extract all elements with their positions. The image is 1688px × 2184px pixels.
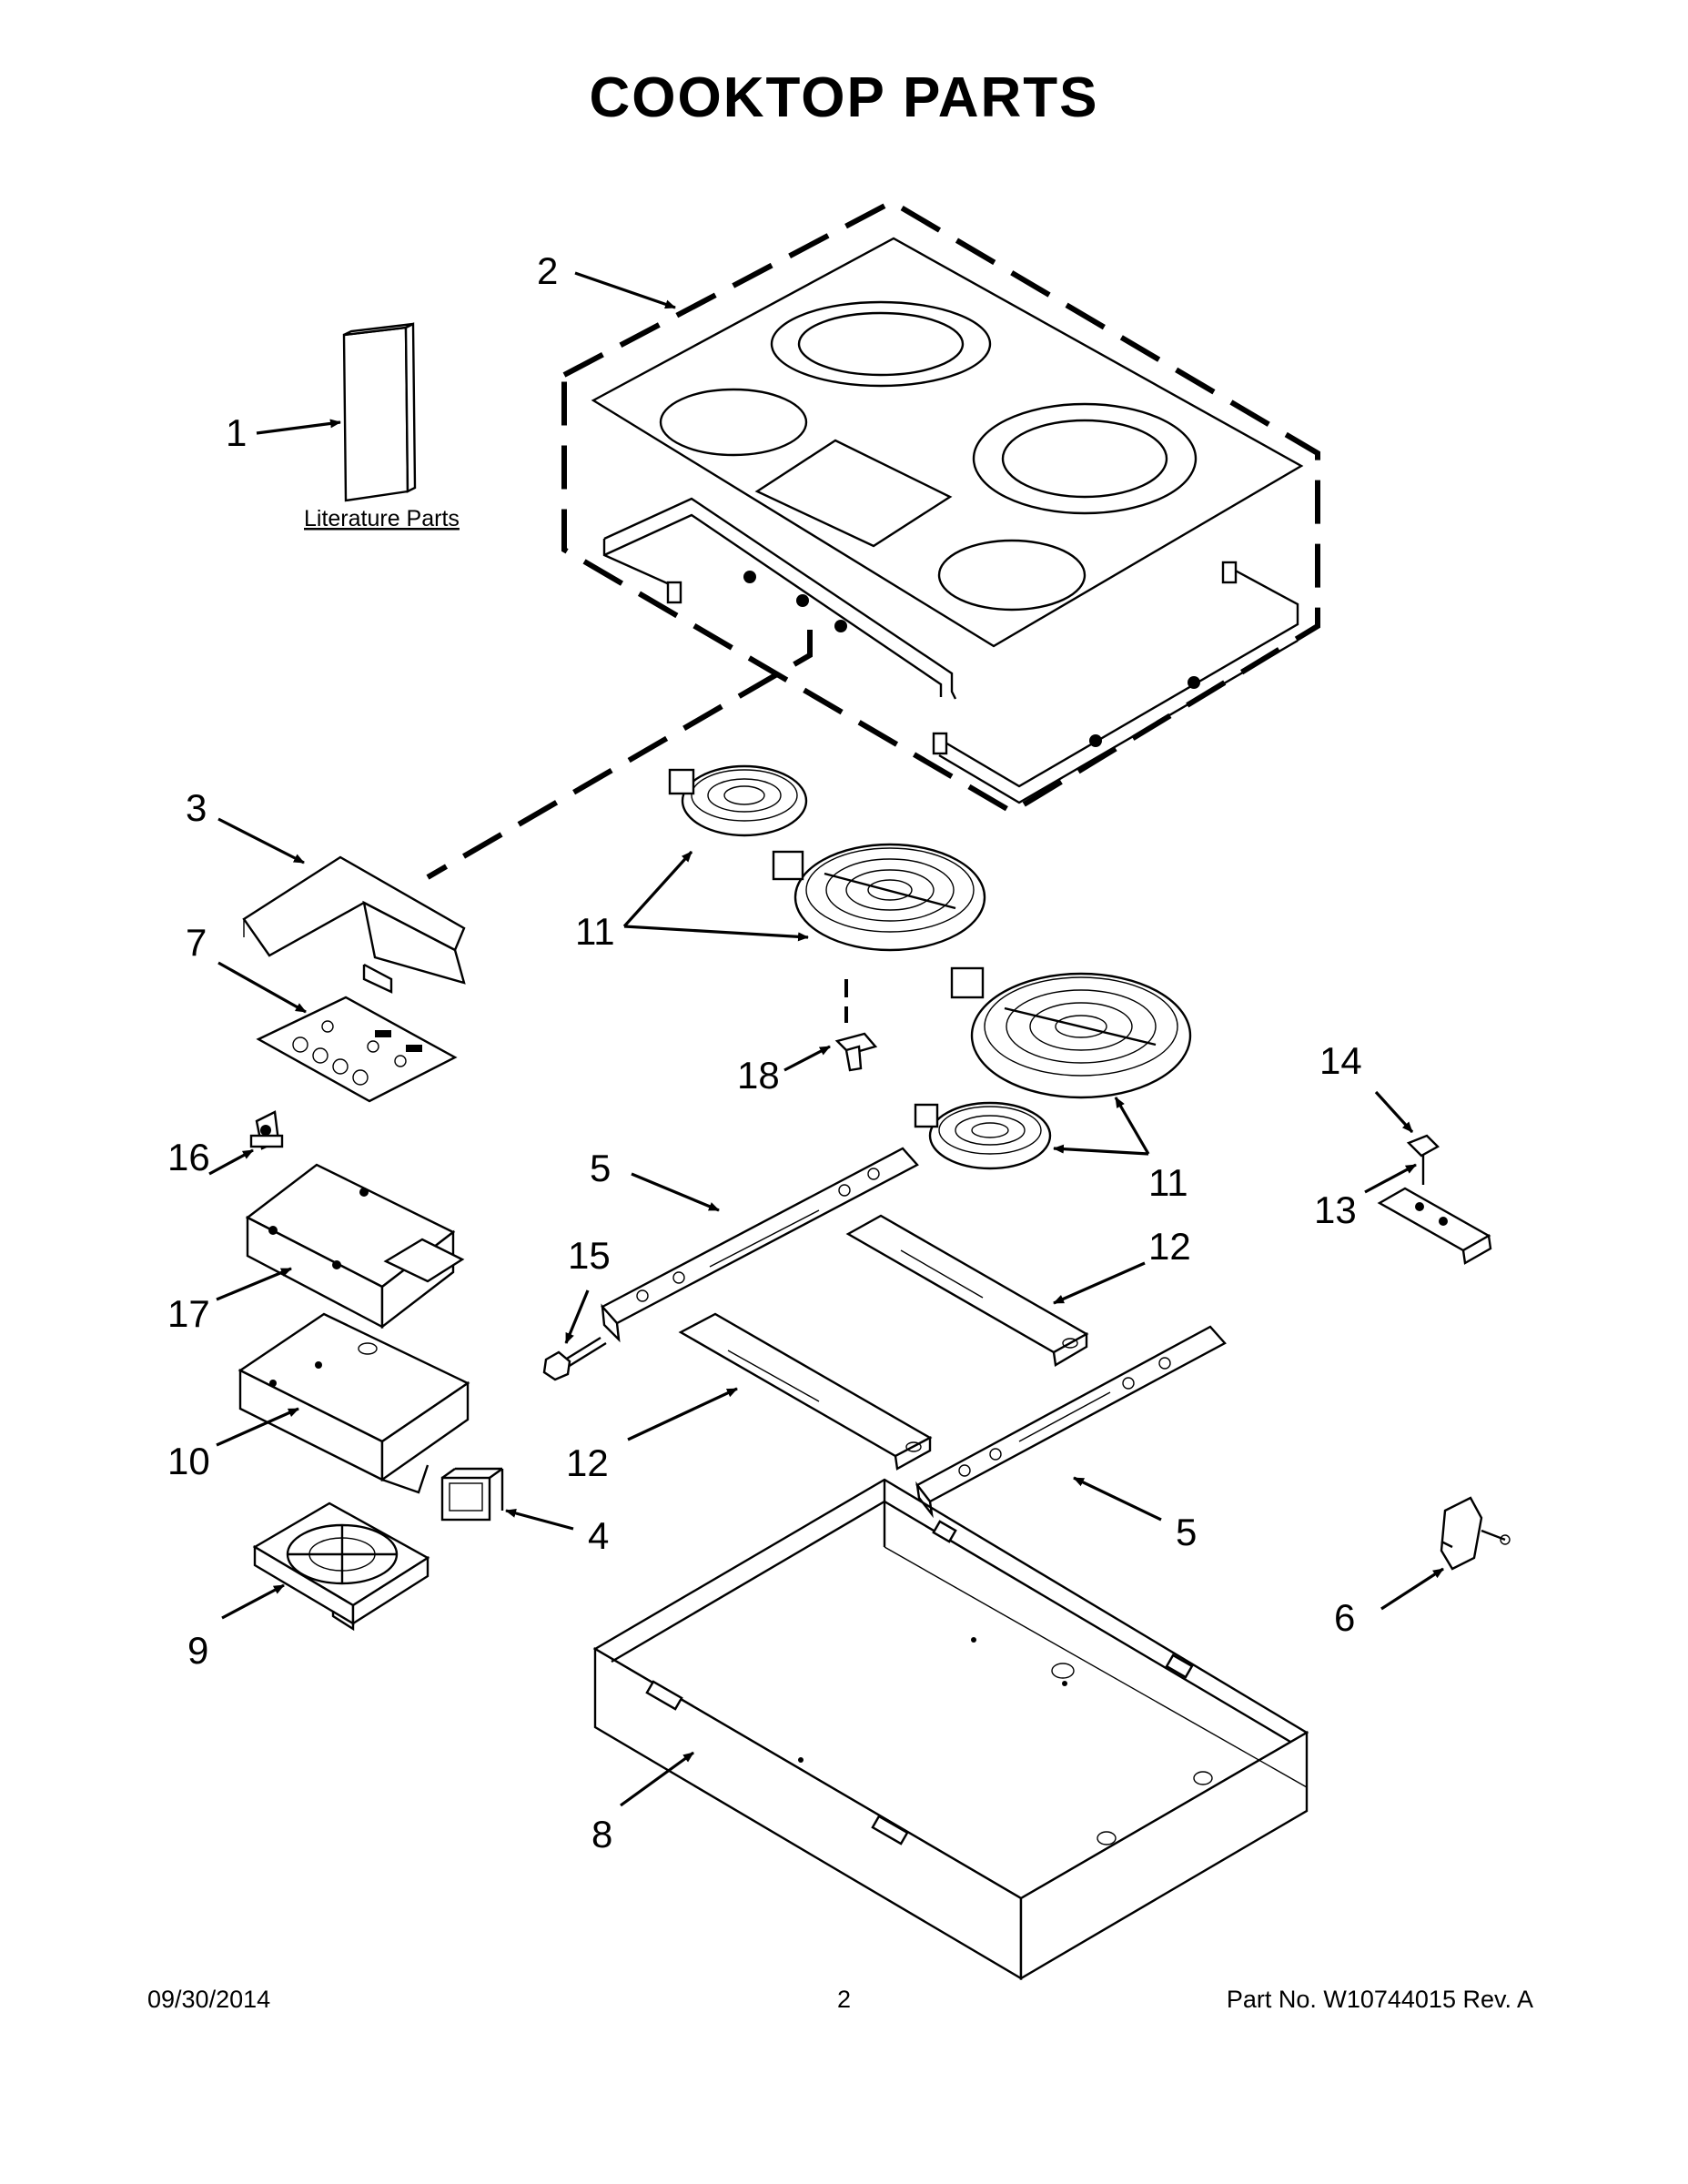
leader-14 xyxy=(1374,1090,1414,1134)
box-shield xyxy=(238,1312,470,1494)
callout-11-bottom: 11 xyxy=(1148,1161,1188,1204)
burner-box xyxy=(592,1478,1309,1981)
control-housing xyxy=(245,1163,465,1330)
leader-16 xyxy=(208,1148,254,1176)
callout-5-bottom: 5 xyxy=(1176,1511,1197,1553)
leader-11a-1 xyxy=(622,850,693,928)
leader-7 xyxy=(217,961,307,1014)
radiant-element-large-center xyxy=(772,843,986,952)
leader-12b xyxy=(627,1387,738,1441)
radiant-element-large-right xyxy=(950,966,1192,1099)
footer-part-number: Part No. W10744015 Rev. A xyxy=(1226,1986,1533,2013)
leader-8 xyxy=(620,1751,694,1807)
callout-2: 2 xyxy=(537,249,558,292)
callout-9: 9 xyxy=(187,1629,208,1672)
radiant-element-small-bottom xyxy=(914,1101,1052,1170)
callout-12-bottom: 12 xyxy=(566,1441,609,1484)
leader-11a-2 xyxy=(623,925,809,942)
callout-12-top: 12 xyxy=(1148,1225,1191,1268)
board-clip xyxy=(249,1110,284,1150)
mounting-screw xyxy=(1406,1134,1440,1185)
leader-5a xyxy=(631,1172,720,1212)
callout-16: 16 xyxy=(167,1136,210,1178)
leader-10 xyxy=(216,1407,299,1447)
screw xyxy=(542,1336,607,1381)
leader-12a xyxy=(1053,1261,1146,1305)
callout-14: 14 xyxy=(1319,1039,1362,1082)
leader-1 xyxy=(256,419,341,435)
footer-date: 09/30/2014 xyxy=(147,1986,271,2013)
element-support-lower xyxy=(678,1312,933,1471)
callout-18: 18 xyxy=(737,1054,780,1097)
leader-11b-1 xyxy=(1114,1097,1150,1155)
leader-17 xyxy=(216,1267,292,1301)
callout-8: 8 xyxy=(591,1813,612,1855)
limit-switch xyxy=(1440,1496,1511,1571)
footer-page-number: 2 xyxy=(836,1986,852,2013)
leader-2 xyxy=(574,271,676,309)
callout-4: 4 xyxy=(588,1514,609,1557)
leader-18 xyxy=(783,1045,831,1072)
bracket-link-line xyxy=(426,630,813,880)
control-bracket xyxy=(242,855,466,994)
radiant-element-small-top xyxy=(668,764,808,837)
leader-6 xyxy=(1380,1567,1444,1611)
leader-13 xyxy=(1364,1163,1417,1194)
callout-7: 7 xyxy=(186,921,207,964)
callout-11-top: 11 xyxy=(575,910,615,953)
callout-3: 3 xyxy=(186,786,207,829)
callout-5-top: 5 xyxy=(590,1147,611,1189)
element-support-upper xyxy=(845,1214,1089,1367)
plastic-base xyxy=(252,1502,430,1632)
callout-10: 10 xyxy=(167,1440,210,1482)
mounting-bracket xyxy=(1377,1187,1492,1265)
leader-4 xyxy=(505,1509,574,1531)
literature-parts-booklet xyxy=(342,322,417,502)
leader-11b-2 xyxy=(1053,1144,1149,1156)
transformer xyxy=(440,1467,504,1522)
callout-15: 15 xyxy=(568,1234,611,1277)
callout-17: 17 xyxy=(167,1292,210,1335)
support-rail-upper xyxy=(601,1147,919,1343)
leader-5b xyxy=(1073,1476,1162,1522)
page-title: COOKTOP PARTS xyxy=(589,66,1099,129)
control-board xyxy=(256,996,458,1103)
leader-15 xyxy=(564,1289,590,1344)
element-clip xyxy=(834,1032,878,1072)
callout-13: 13 xyxy=(1314,1188,1357,1231)
literature-parts-label: Literature Parts xyxy=(304,506,460,531)
cooktop-glass xyxy=(591,237,1304,648)
callout-6: 6 xyxy=(1334,1596,1355,1639)
glass-frame-rails xyxy=(602,497,1299,804)
callout-1: 1 xyxy=(226,411,247,454)
leader-3 xyxy=(217,817,305,864)
leader-9 xyxy=(221,1583,285,1620)
glass-assembly-outline xyxy=(561,198,1320,815)
